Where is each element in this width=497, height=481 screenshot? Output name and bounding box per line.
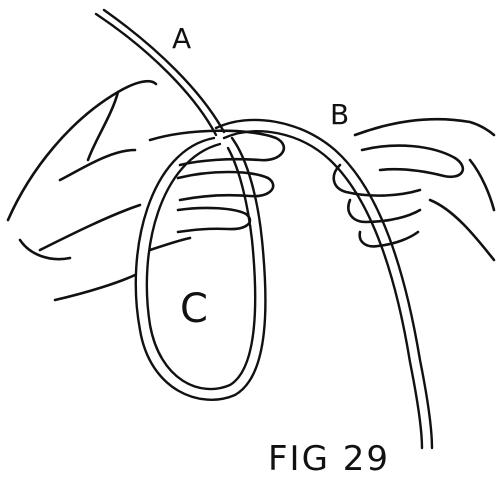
figure-caption: FIG 29 [268, 439, 390, 479]
label-a: A [172, 22, 191, 55]
rope [96, 10, 432, 448]
label-c: C [180, 286, 208, 332]
label-b: B [330, 98, 349, 131]
right-hand [334, 119, 494, 260]
